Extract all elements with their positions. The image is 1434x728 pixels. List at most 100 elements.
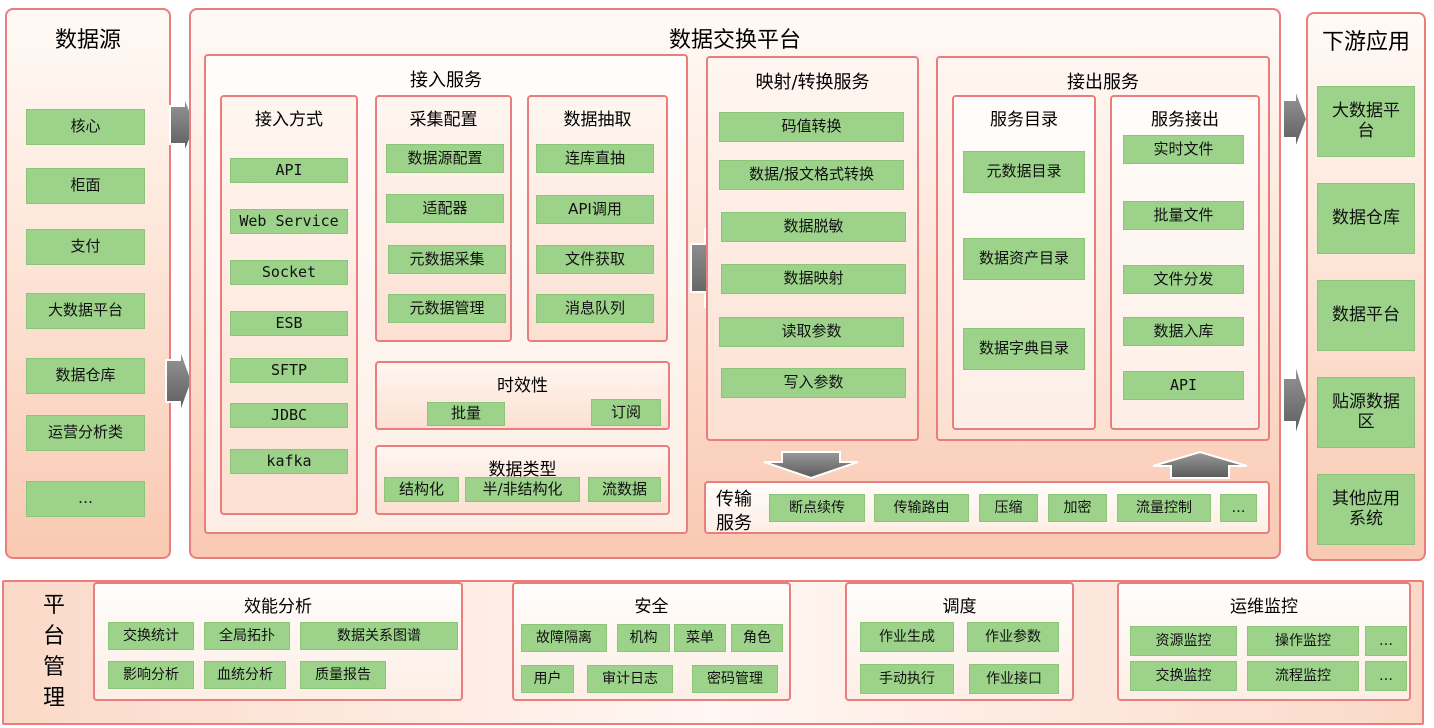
data-extract-item: 连库直抽 (536, 144, 654, 173)
management-title: 平 台 管 理 (42, 593, 65, 711)
transport-item: 流量控制 (1117, 494, 1211, 522)
right-arrow-icon (165, 347, 194, 415)
access-method-item: kafka (230, 449, 348, 474)
up-arrow-icon (1152, 450, 1248, 479)
ingest-title: 接入服务 (410, 70, 482, 91)
right-arrow-icon (1282, 87, 1309, 151)
data-type-title: 数据类型 (488, 460, 557, 480)
data-type-item: 半/非结构化 (465, 477, 580, 502)
transport-item: 断点续传 (769, 494, 865, 522)
transport-item: 传输路由 (874, 494, 969, 522)
service-export-title: 服务接出 (1151, 110, 1219, 130)
mapping-item: 数据脱敏 (721, 212, 906, 242)
data-extract-item: 消息队列 (536, 294, 654, 323)
timeliness-title: 时效性 (497, 376, 548, 396)
downstream-item: 其他应用系统 (1317, 474, 1415, 545)
mapping-item: 读取参数 (719, 317, 904, 347)
schedule-item: 手动执行 (860, 664, 954, 694)
source-item: 数据仓库 (26, 358, 145, 394)
transport-item: … (1220, 494, 1257, 522)
right-arrow-icon (1282, 361, 1309, 439)
security-item: 角色 (731, 624, 783, 652)
timeliness-item: 批量 (427, 402, 505, 426)
scheduling-title: 调度 (942, 597, 977, 617)
ops-monitoring-title: 运维监控 (1230, 597, 1298, 617)
export-item: 数据入库 (1123, 317, 1244, 346)
mapping-item: 数据/报文格式转换 (719, 160, 904, 190)
data-type-item: 结构化 (384, 477, 459, 502)
export-item: 文件分发 (1123, 265, 1244, 294)
access-methods-title: 接入方式 (255, 110, 323, 130)
transport-title-line1: 传输 (716, 489, 752, 510)
transport-item: 加密 (1048, 494, 1107, 522)
perf-item: 全局拓扑 (204, 622, 290, 650)
data-extract-title: 数据抽取 (563, 110, 632, 130)
mapping-title: 映射/转换服务 (755, 72, 870, 93)
source-item: 支付 (26, 229, 145, 265)
catalog-item: 数据资产目录 (963, 238, 1085, 280)
data-type-item: 流数据 (588, 477, 661, 502)
schedule-item: 作业生成 (860, 622, 954, 652)
downstream-item: 大数据平台 (1317, 86, 1415, 157)
export-item: 实时文件 (1123, 135, 1244, 164)
perf-item: 数据关系图谱 (300, 622, 458, 650)
security-item: 审计日志 (587, 665, 673, 693)
service-catalog-title: 服务目录 (990, 110, 1058, 130)
collect-config-item: 数据源配置 (386, 144, 504, 173)
downstream-item: 数据平台 (1317, 280, 1415, 351)
collect-config-item: 元数据采集 (388, 245, 506, 274)
security-item: 机构 (617, 624, 670, 652)
monitor-item: 交换监控 (1130, 661, 1237, 691)
source-item: 核心 (26, 109, 145, 145)
downstream-title: 下游应用 (1321, 30, 1410, 55)
catalog-item: 数据字典目录 (963, 328, 1085, 370)
collect-config-item: 元数据管理 (388, 294, 506, 323)
transport-item: 压缩 (979, 494, 1038, 522)
perf-item: 质量报告 (300, 661, 386, 689)
monitor-item: 操作监控 (1247, 626, 1359, 656)
platform-title: 数据交换平台 (668, 28, 801, 53)
data-extract-item: 文件获取 (536, 245, 654, 274)
access-method-item: JDBC (230, 403, 348, 428)
schedule-item: 作业参数 (967, 622, 1059, 652)
timeliness-item: 订阅 (591, 399, 661, 426)
source-item: 运营分析类 (26, 415, 145, 451)
access-method-item: ESB (230, 311, 348, 336)
export-item: API (1123, 371, 1244, 400)
collect-config-item: 适配器 (386, 194, 504, 223)
perf-item: 交换统计 (108, 622, 194, 650)
monitor-item: 流程监控 (1247, 661, 1359, 691)
output-title: 接出服务 (1067, 72, 1139, 93)
access-method-item: Socket (230, 260, 348, 285)
transport-title-line2: 服务 (716, 513, 752, 534)
mapping-item: 写入参数 (721, 368, 906, 398)
collect-config-title: 采集配置 (409, 110, 478, 130)
source-item: 柜面 (26, 168, 145, 204)
catalog-item: 元数据目录 (963, 151, 1085, 193)
data-source-panel: 数据源 (5, 8, 171, 559)
security-title: 安全 (634, 597, 669, 617)
data-extract-item: API调用 (536, 195, 654, 224)
mapping-item: 数据映射 (721, 264, 906, 294)
monitor-item: … (1365, 661, 1407, 691)
security-item: 用户 (521, 665, 574, 693)
access-method-item: SFTP (230, 358, 348, 383)
source-item: … (26, 481, 145, 517)
downstream-item: 贴源数据区 (1317, 377, 1415, 448)
access-method-item: Web Service (230, 209, 348, 234)
monitor-item: 资源监控 (1130, 626, 1237, 656)
perf-item: 影响分析 (108, 661, 194, 689)
performance-title: 效能分析 (244, 597, 312, 617)
security-item: 菜单 (674, 624, 726, 652)
monitor-item: … (1365, 626, 1407, 656)
down-arrow-icon (763, 451, 859, 480)
perf-item: 血统分析 (204, 661, 286, 689)
security-item: 密码管理 (692, 665, 778, 693)
schedule-item: 作业接口 (969, 664, 1059, 694)
export-item: 批量文件 (1123, 201, 1244, 230)
mapping-item: 码值转换 (719, 112, 904, 142)
security-item: 故障隔离 (521, 624, 607, 652)
access-method-item: API (230, 158, 348, 183)
data-source-title: 数据源 (54, 28, 121, 53)
source-item: 大数据平台 (26, 293, 145, 329)
